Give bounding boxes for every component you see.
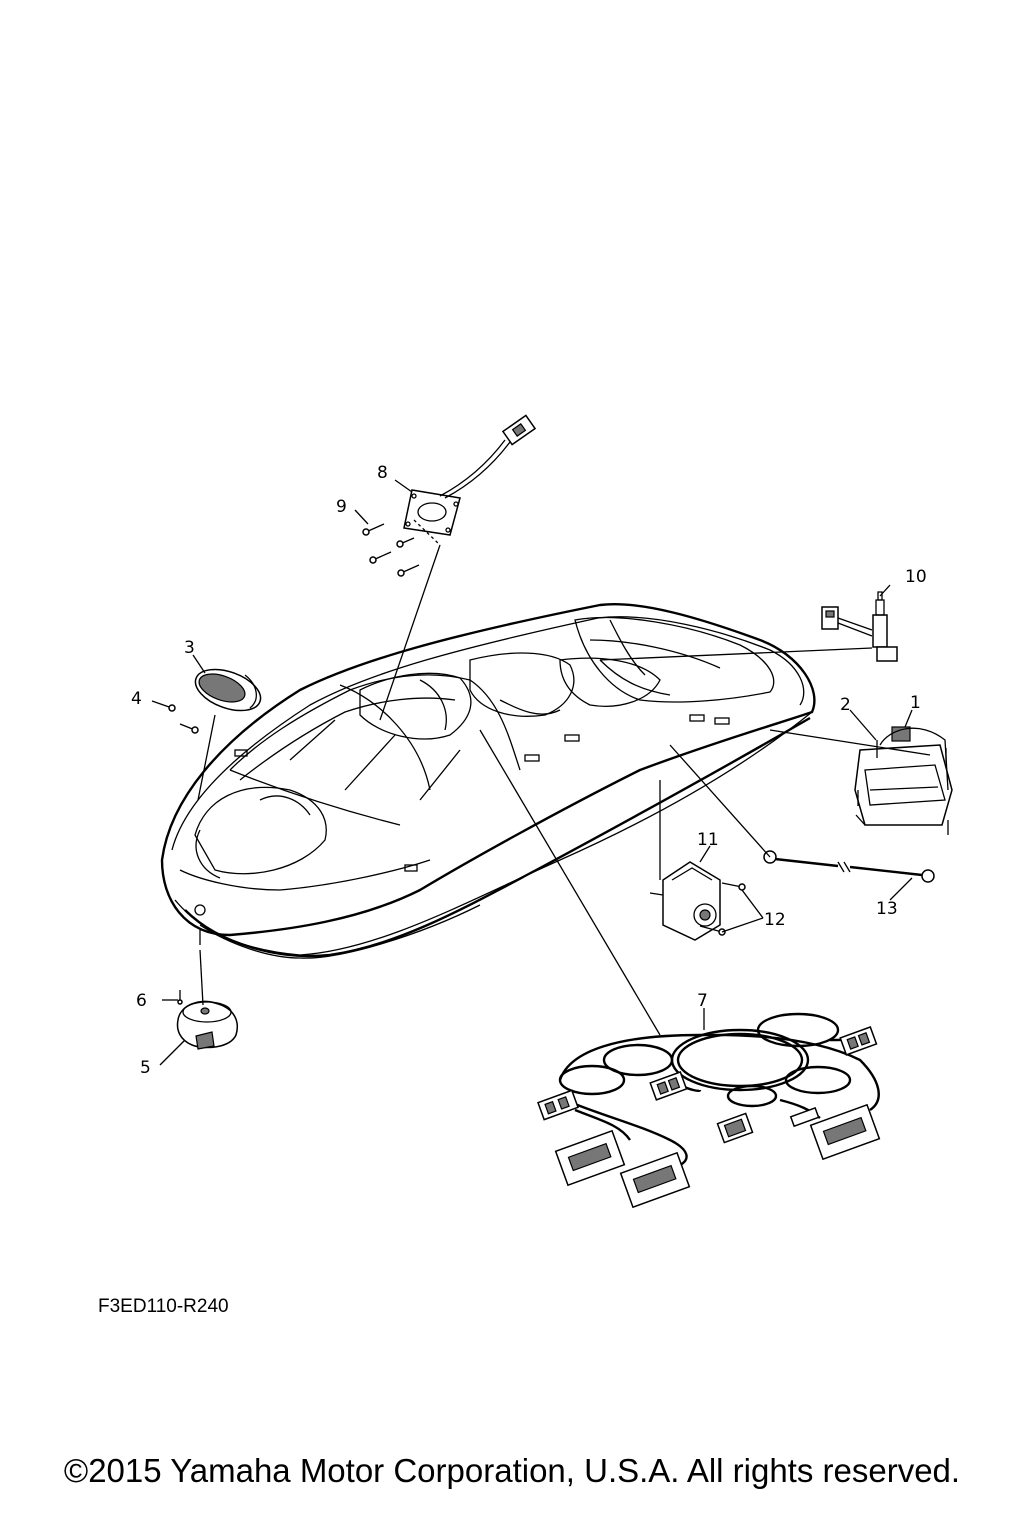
part-6-screw [177, 990, 183, 1005]
callout-6: 6 [136, 991, 147, 1011]
callout-11: 11 [697, 830, 719, 850]
boat-hull [160, 603, 816, 959]
callout-2: 2 [840, 695, 851, 715]
callout-8: 8 [377, 463, 388, 483]
callout-12: 12 [764, 910, 786, 930]
part-8-gauge-bezel [403, 414, 537, 536]
diagram-code: F3ED110-R240 [98, 1296, 229, 1317]
callout-5: 5 [140, 1058, 151, 1078]
part-11-switch-housing [649, 861, 721, 941]
callout-13: 13 [876, 899, 898, 919]
part-12-screws [699, 882, 746, 936]
callout-4: 4 [131, 689, 142, 709]
part-3-speaker [194, 668, 262, 712]
part-9-screws [362, 519, 441, 577]
callout-3: 3 [184, 638, 195, 658]
part-1-bracket [854, 726, 953, 826]
part-7-wire-harness [537, 1012, 881, 1209]
callout-1: 1 [910, 693, 921, 713]
callout-9: 9 [336, 497, 347, 517]
callout-10: 10 [905, 567, 927, 587]
copyright-notice: ©2015 Yamaha Motor Corporation, U.S.A. A… [63, 1452, 961, 1489]
callout-7: 7 [697, 991, 708, 1011]
leader-lines [159, 479, 931, 1066]
part-2-screws [857, 740, 949, 835]
part-5-nav-light [176, 1000, 238, 1050]
part-13-cable [763, 850, 935, 883]
part-4-screws [151, 700, 199, 734]
part-10-sensor [821, 591, 898, 662]
